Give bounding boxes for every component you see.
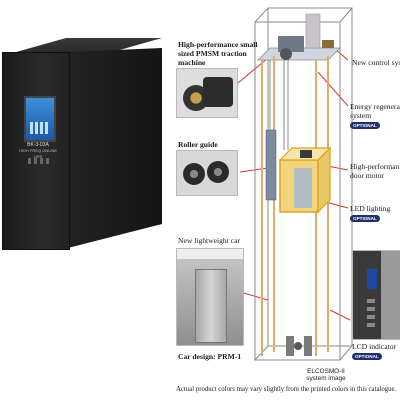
ups-cabinet-image: BK-3-03A HIGH FREQ ONLINE UPS	[2, 38, 162, 250]
traction-machine-photo	[176, 68, 238, 118]
energy-regeneration-text: Energy regenerat system	[350, 102, 400, 120]
system-image-label: ELCOSMO-II system image	[306, 368, 346, 382]
callout-car-design: Car design: PRM-1	[178, 352, 242, 361]
callout-roller-guide: Roller guide	[178, 140, 218, 149]
ups-front-panel	[2, 52, 70, 250]
optional-badge-energy: OPTIONAL	[350, 121, 380, 129]
color-disclaimer-caption: Actual product colors may vary slightly …	[176, 386, 397, 393]
callout-control-system: New control syste	[352, 58, 400, 67]
ups-subtitle-label: HIGH FREQ ONLINE UPS	[18, 148, 58, 159]
callout-lightweight-car: New lightweight car	[178, 236, 240, 245]
callout-led-lighting: LED lighting OPTIONAL	[350, 204, 390, 222]
callout-energy-regeneration: Energy regenerat system OPTIONAL	[350, 102, 400, 129]
callout-lcd-indicator: LCD indicator OPTIONAL	[352, 342, 396, 360]
ups-model-label: BK-3-03A	[27, 142, 49, 148]
car-interior-photo	[176, 248, 244, 346]
ups-status-leds	[28, 158, 52, 164]
roller-guide-photo	[176, 150, 238, 196]
lcd-indicator-photo	[352, 250, 400, 340]
led-lighting-text: LED lighting	[350, 204, 391, 213]
ups-side-panel	[68, 48, 162, 248]
lcd-indicator-text: LCD indicator	[352, 342, 397, 351]
callout-traction-machine: High-performance small sized PMSM tracti…	[178, 40, 258, 67]
callout-door-motor: High-performan door motor	[350, 162, 400, 180]
optional-badge-led: OPTIONAL	[350, 214, 380, 222]
ups-lcd-screen	[24, 96, 56, 142]
optional-badge-lcd: OPTIONAL	[352, 352, 382, 360]
